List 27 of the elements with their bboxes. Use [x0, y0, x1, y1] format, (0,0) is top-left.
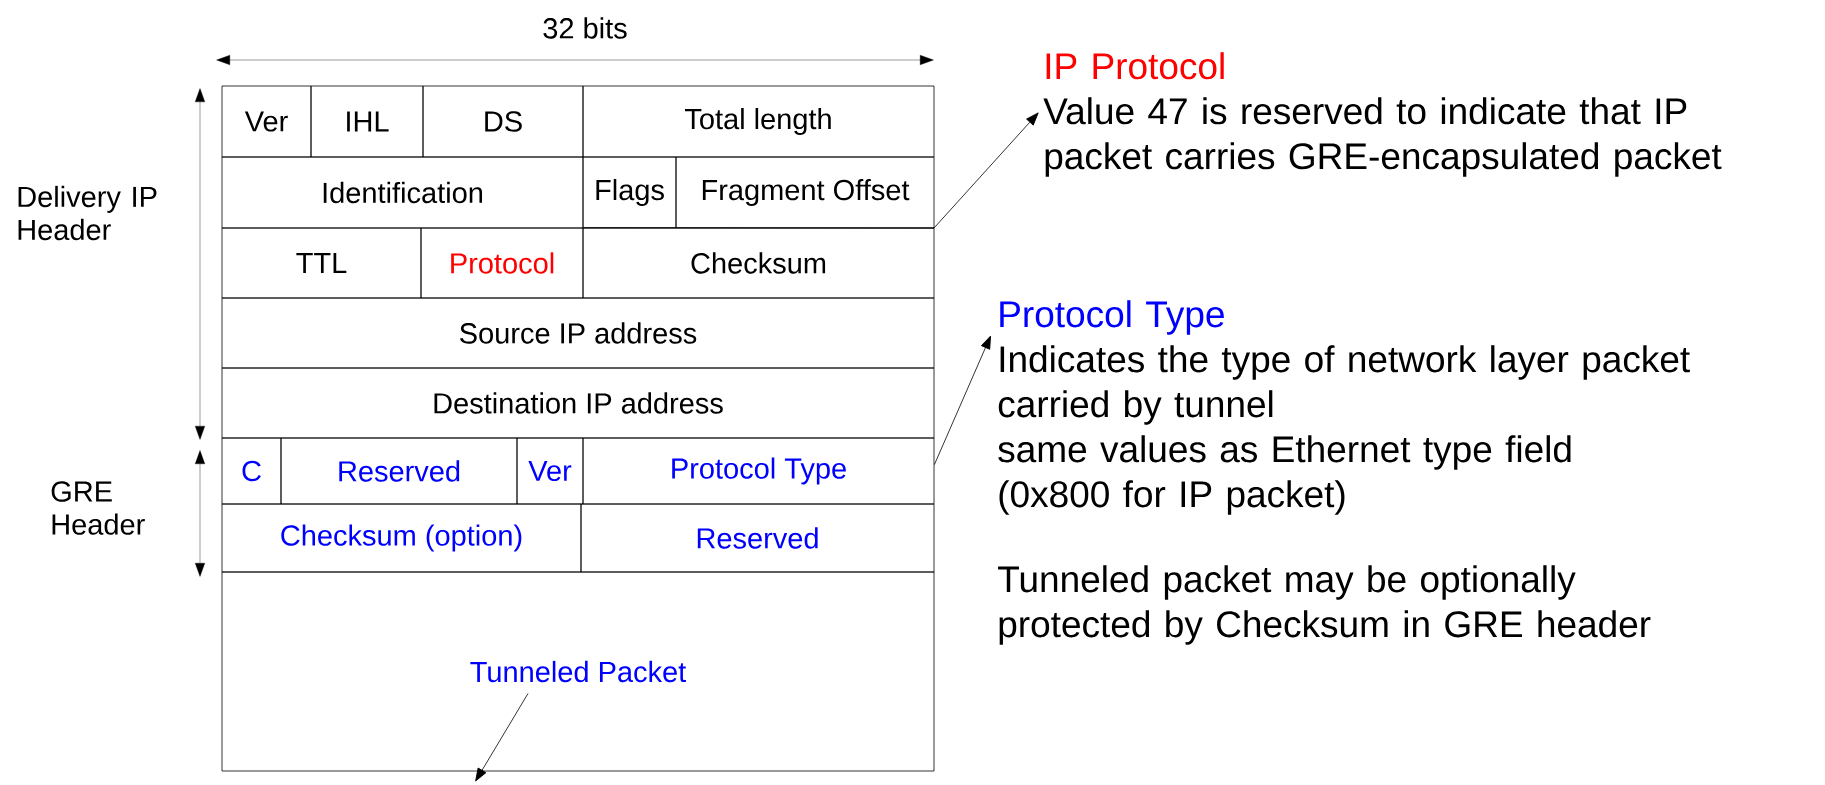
header-field: Ver: [516, 437, 584, 505]
header-field: Destination IP address: [221, 367, 935, 439]
header-field: Protocol Type: [582, 437, 935, 505]
header-field: Fragment Offset: [675, 156, 935, 229]
header-field: Total length: [582, 85, 935, 158]
callout-text: Protocol Type Indicates the type of network layer packet carried by tunnel same values as Ethernet type field (0x800 for IP packet) Tunneled packet may be optionally protected by Checksum in GRE header: [998, 300, 1690, 645]
header-field: C: [221, 437, 282, 505]
arrow: [934, 335, 991, 465]
section-label: GRE Header: [51, 481, 145, 535]
header-field: Source IP address: [221, 297, 935, 369]
arrow: [583, 112, 1039, 229]
header-field: Tunneled Packet: [221, 571, 935, 772]
header-field: Protocol: [420, 227, 584, 299]
header-field: Ver: [221, 85, 312, 158]
header-field: TTL: [221, 227, 422, 299]
header-field: Reserved: [580, 503, 935, 573]
header-field: Flags: [582, 156, 677, 229]
header-field: Reserved: [280, 437, 518, 505]
callout-text: IP Protocol Value 47 is reserved to indicate that IP packet carries GRE-encapsulated packet: [1043, 52, 1722, 177]
header-field: DS: [422, 85, 584, 158]
section-label: Delivery IP Header: [18, 185, 157, 241]
header-field: Identification: [221, 156, 584, 229]
arrow: [475, 693, 529, 782]
header-field: IHL: [310, 85, 424, 158]
header-field: Checksum: [582, 227, 935, 299]
header-field: Checksum (option): [221, 503, 582, 573]
dimension-label: 32 bits: [543, 17, 627, 39]
